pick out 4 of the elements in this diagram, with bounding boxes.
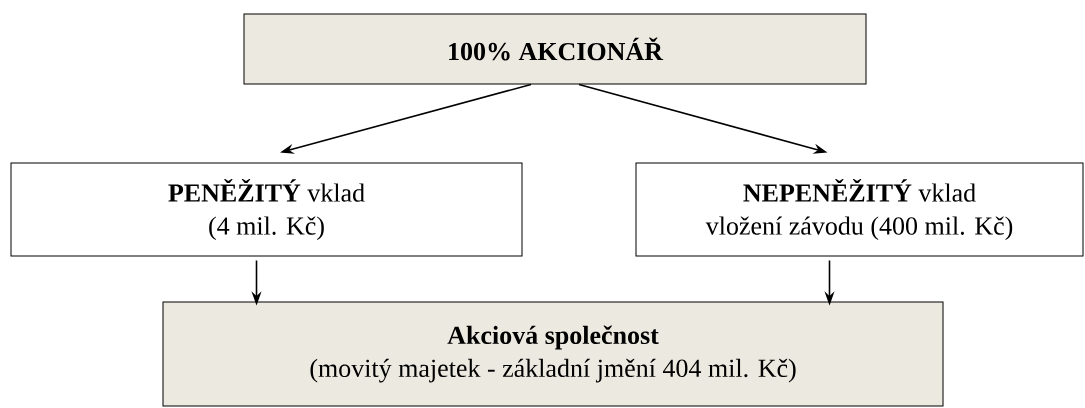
process-box: PENĚŽITÝ vklad (4 mil. Kč)	[10, 162, 523, 257]
process-box: Akciová společnost (movitý majetek - základní jmění 404 mil. Kč)	[162, 301, 944, 407]
process-box: NEPENĚŽITÝ vklad vložení závodu (400 mil. Kč)	[635, 162, 1084, 257]
process-box: 100% AKCIONÁŘ	[243, 13, 867, 85]
